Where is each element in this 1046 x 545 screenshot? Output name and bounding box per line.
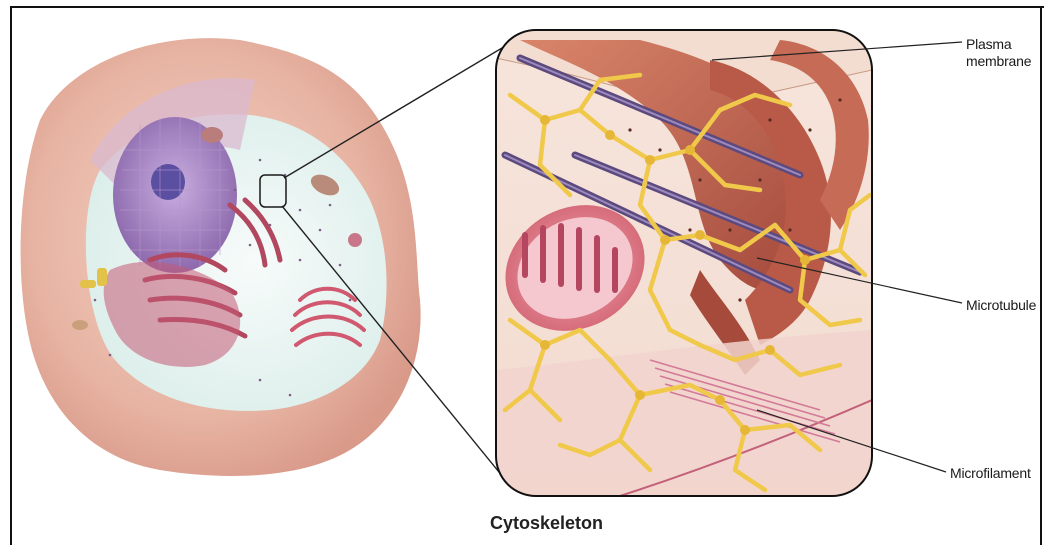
- label-plasma-membrane: Plasma membrane: [966, 36, 1042, 70]
- mitochondrion-small: [201, 127, 223, 143]
- label-microtubule: Microtubule: [966, 297, 1036, 314]
- label-plasma-line2: membrane: [966, 53, 1042, 70]
- vesicle: [72, 320, 88, 330]
- centriole: [97, 268, 107, 286]
- figure-caption: Cytoskeleton: [490, 513, 603, 534]
- lysosome: [348, 233, 362, 247]
- cytoskeleton-inset: [483, 30, 872, 496]
- label-microfilament: Microfilament: [950, 465, 1031, 482]
- label-plasma-line1: Plasma: [966, 36, 1042, 53]
- animal-cell: [21, 38, 421, 476]
- centriole: [80, 280, 96, 288]
